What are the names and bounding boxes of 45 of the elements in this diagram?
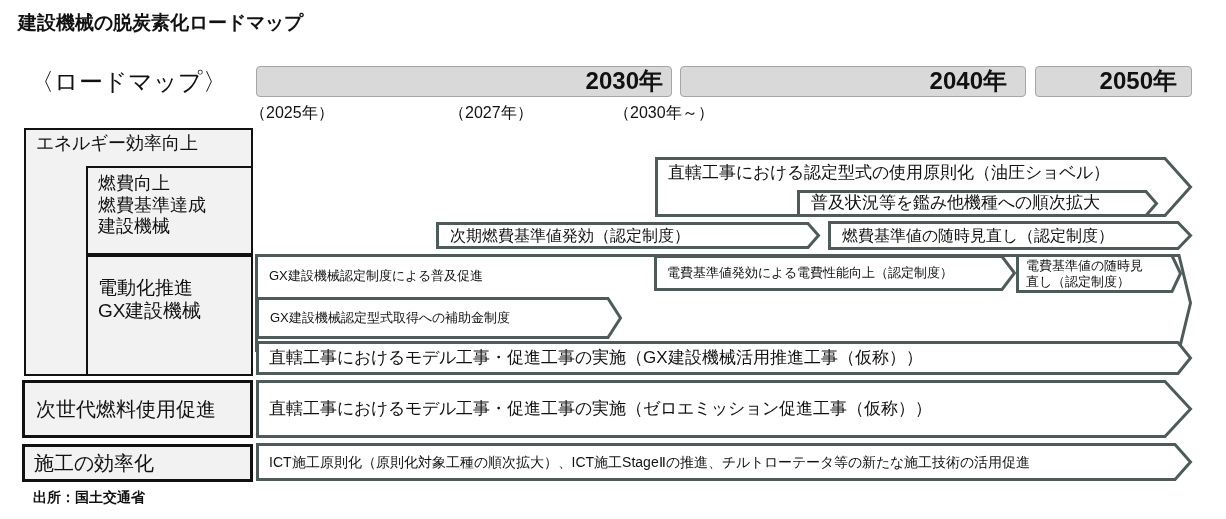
year-bar [1035, 66, 1192, 97]
category-label: GX建設機械 [98, 299, 202, 323]
measure-text: 電費基準値の随時見直し（認定制度） [1026, 257, 1144, 290]
year-label: 2040年 [929, 67, 1007, 96]
category-box [86, 255, 253, 376]
category-label: エネルギー効率向上 [36, 133, 198, 155]
measure-text: 直轄工事におけるモデル工事・促進工事の実施（ゼロエミッション促進工事（仮称）） [269, 398, 932, 420]
measure-text: GX建設機械認定型式取得への補助金制度 [270, 310, 510, 326]
category-box [24, 128, 253, 376]
chevron-band [256, 443, 1192, 481]
measure-text: GX建設機械認定制度による普及促進 [269, 268, 483, 284]
chevron-band [436, 222, 820, 249]
measure-text: 普及状況等を鑑み他機種への順次拡大 [811, 193, 1100, 214]
measure-text: 次期燃費基準値発効（認定制度） [450, 225, 690, 246]
category-box [22, 444, 253, 482]
chevron-band [797, 190, 1158, 217]
chevron-band [828, 221, 1192, 250]
year-label: 2030年 [585, 67, 663, 96]
category-label: 施工の効率化 [34, 451, 154, 475]
year-note: （2030年～） [614, 103, 714, 123]
measure-text: ICT施工原則化（原則化対象工種の順次拡大）、ICT施工StageⅡの推進、チルトローテータ等の新たな施工技術の活用促進 [269, 453, 1030, 471]
year-bar [680, 66, 1026, 97]
category-box [22, 380, 253, 438]
year-label: 2050年 [1099, 67, 1177, 96]
year-bar [256, 66, 672, 97]
category-box [86, 166, 253, 255]
chevron-band [256, 297, 622, 339]
year-note: （2027年） [449, 103, 533, 123]
chevron-band [1016, 254, 1182, 293]
measure-text: 直轄工事におけるモデル工事・促進工事の実施（GX建設機械活用推進工事（仮称）） [269, 347, 923, 369]
chevron-band [256, 380, 1192, 438]
section-heading: 〈ロードマップ〉 [30, 68, 227, 97]
category-label: 燃費基準達成建設機械 [98, 194, 207, 238]
chevron-band [655, 157, 1192, 217]
category-label: 電動化推進 [98, 277, 193, 300]
category-label: 次世代燃料使用促進 [36, 397, 216, 421]
category-label: 燃費向上 [98, 173, 170, 195]
measure-text: 電費基準値発効による電費性能向上（認定制度） [667, 265, 953, 281]
year-note: （2025年） [250, 103, 334, 123]
chevron-band [256, 341, 1192, 375]
chevron-band [654, 255, 1016, 291]
source-note: 出所：国土交通省 [33, 489, 145, 506]
measure-text: 直轄工事における認定型式の使用原則化（油圧ショベル） [668, 163, 1110, 184]
diagram-title: 建設機械の脱炭素化ロードマップ [18, 12, 303, 35]
measure-text: 燃費基準値の随時見直し（認定制度） [842, 225, 1114, 246]
